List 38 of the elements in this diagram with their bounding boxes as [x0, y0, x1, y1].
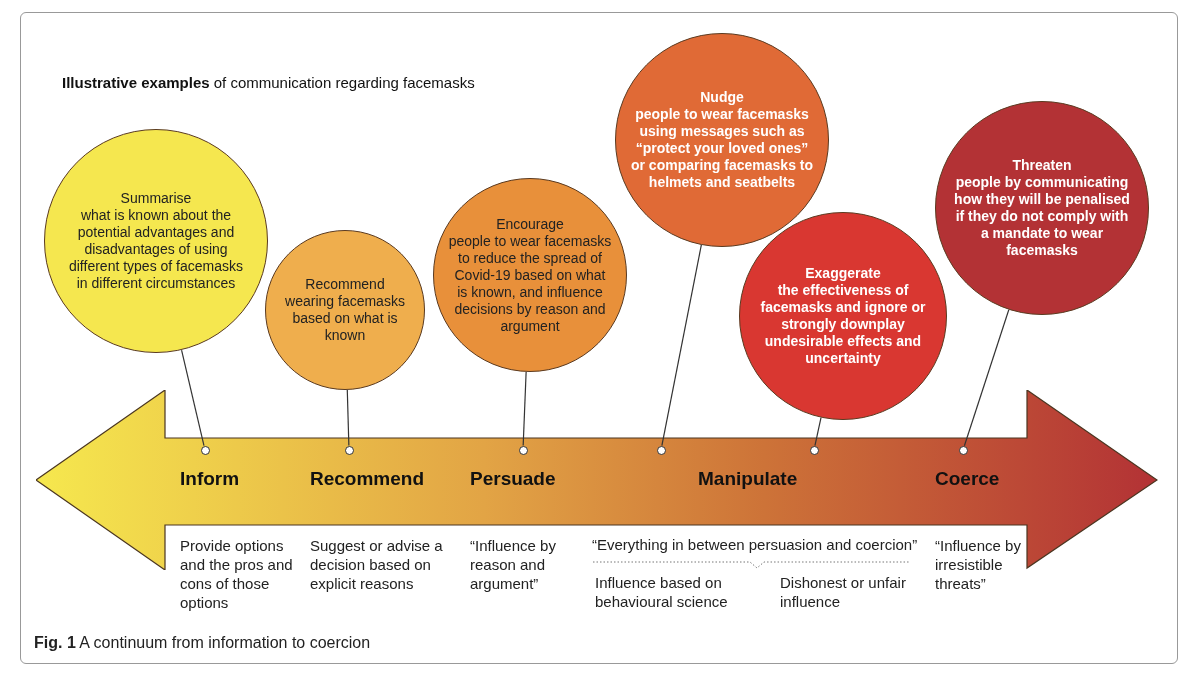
description-text: “Influence by irresistible threats” — [935, 536, 1022, 593]
leader-line — [180, 349, 205, 447]
circle-text: people to wear facemasks using messages such as “protect your loved ones” or comparing facemasks to helmets and seatbelts — [629, 106, 815, 191]
leader-line — [814, 417, 822, 447]
leader-line — [963, 309, 1010, 447]
description-text: Suggest or advise a decision based on explicit reasons — [310, 536, 444, 593]
circle-text: people by communicating how they will be penalised if they do not comply with a mandate to wear facemasks — [953, 174, 1131, 259]
circle-heading: Threaten — [1012, 157, 1072, 174]
anchor-dot — [344, 445, 354, 455]
circle-text: the effectiveness of facemasks and ignore or strongly downplay undesirable effects and uncertainty — [759, 282, 927, 367]
description-text: “Everything in between persuasion and coercion” — [592, 535, 919, 554]
description-text: Dishonest or unfair influence — [780, 573, 907, 611]
leader-line — [522, 371, 527, 447]
leader-line — [661, 244, 702, 447]
figure-caption: Fig. 1 A continuum from information to coercion — [34, 634, 371, 652]
description-text: Provide options and the pros and cons of those options — [180, 536, 294, 612]
circle-heading: Nudge — [700, 89, 744, 106]
anchor-dot — [518, 445, 528, 455]
circle-heading: Summarise — [120, 190, 192, 207]
circle-text: what is known about the potential advantages and disadvantages of using different types of facemasks in different circumstances — [67, 207, 245, 292]
circle-heading: Exaggerate — [805, 265, 881, 282]
anchor-dot — [656, 445, 666, 455]
circle-text: people to wear facemasks to reduce the spread of Covid-19 based on what is known, and influence decisions by reason and argument — [448, 232, 612, 335]
anchor-dot — [200, 445, 210, 455]
category-label: Manipulate — [698, 468, 798, 490]
description-text: Influence based on behavioural science — [595, 573, 729, 611]
anchor-dot — [958, 445, 968, 455]
circle-text: wearing facemasks based on what is known — [284, 293, 406, 344]
anchor-dot — [809, 445, 819, 455]
leader-line — [346, 389, 350, 447]
category-label: Inform — [180, 468, 240, 490]
circle-heading: Recommend — [305, 276, 385, 293]
figure-heading: Illustrative examples of communication regarding facemasks — [62, 74, 475, 91]
category-label: Recommend — [310, 468, 425, 490]
category-label: Persuade — [470, 468, 556, 490]
circle-heading: Encourage — [496, 215, 564, 233]
description-text: “Influence by reason and argument” — [470, 536, 557, 593]
category-label: Coerce — [935, 468, 1000, 490]
